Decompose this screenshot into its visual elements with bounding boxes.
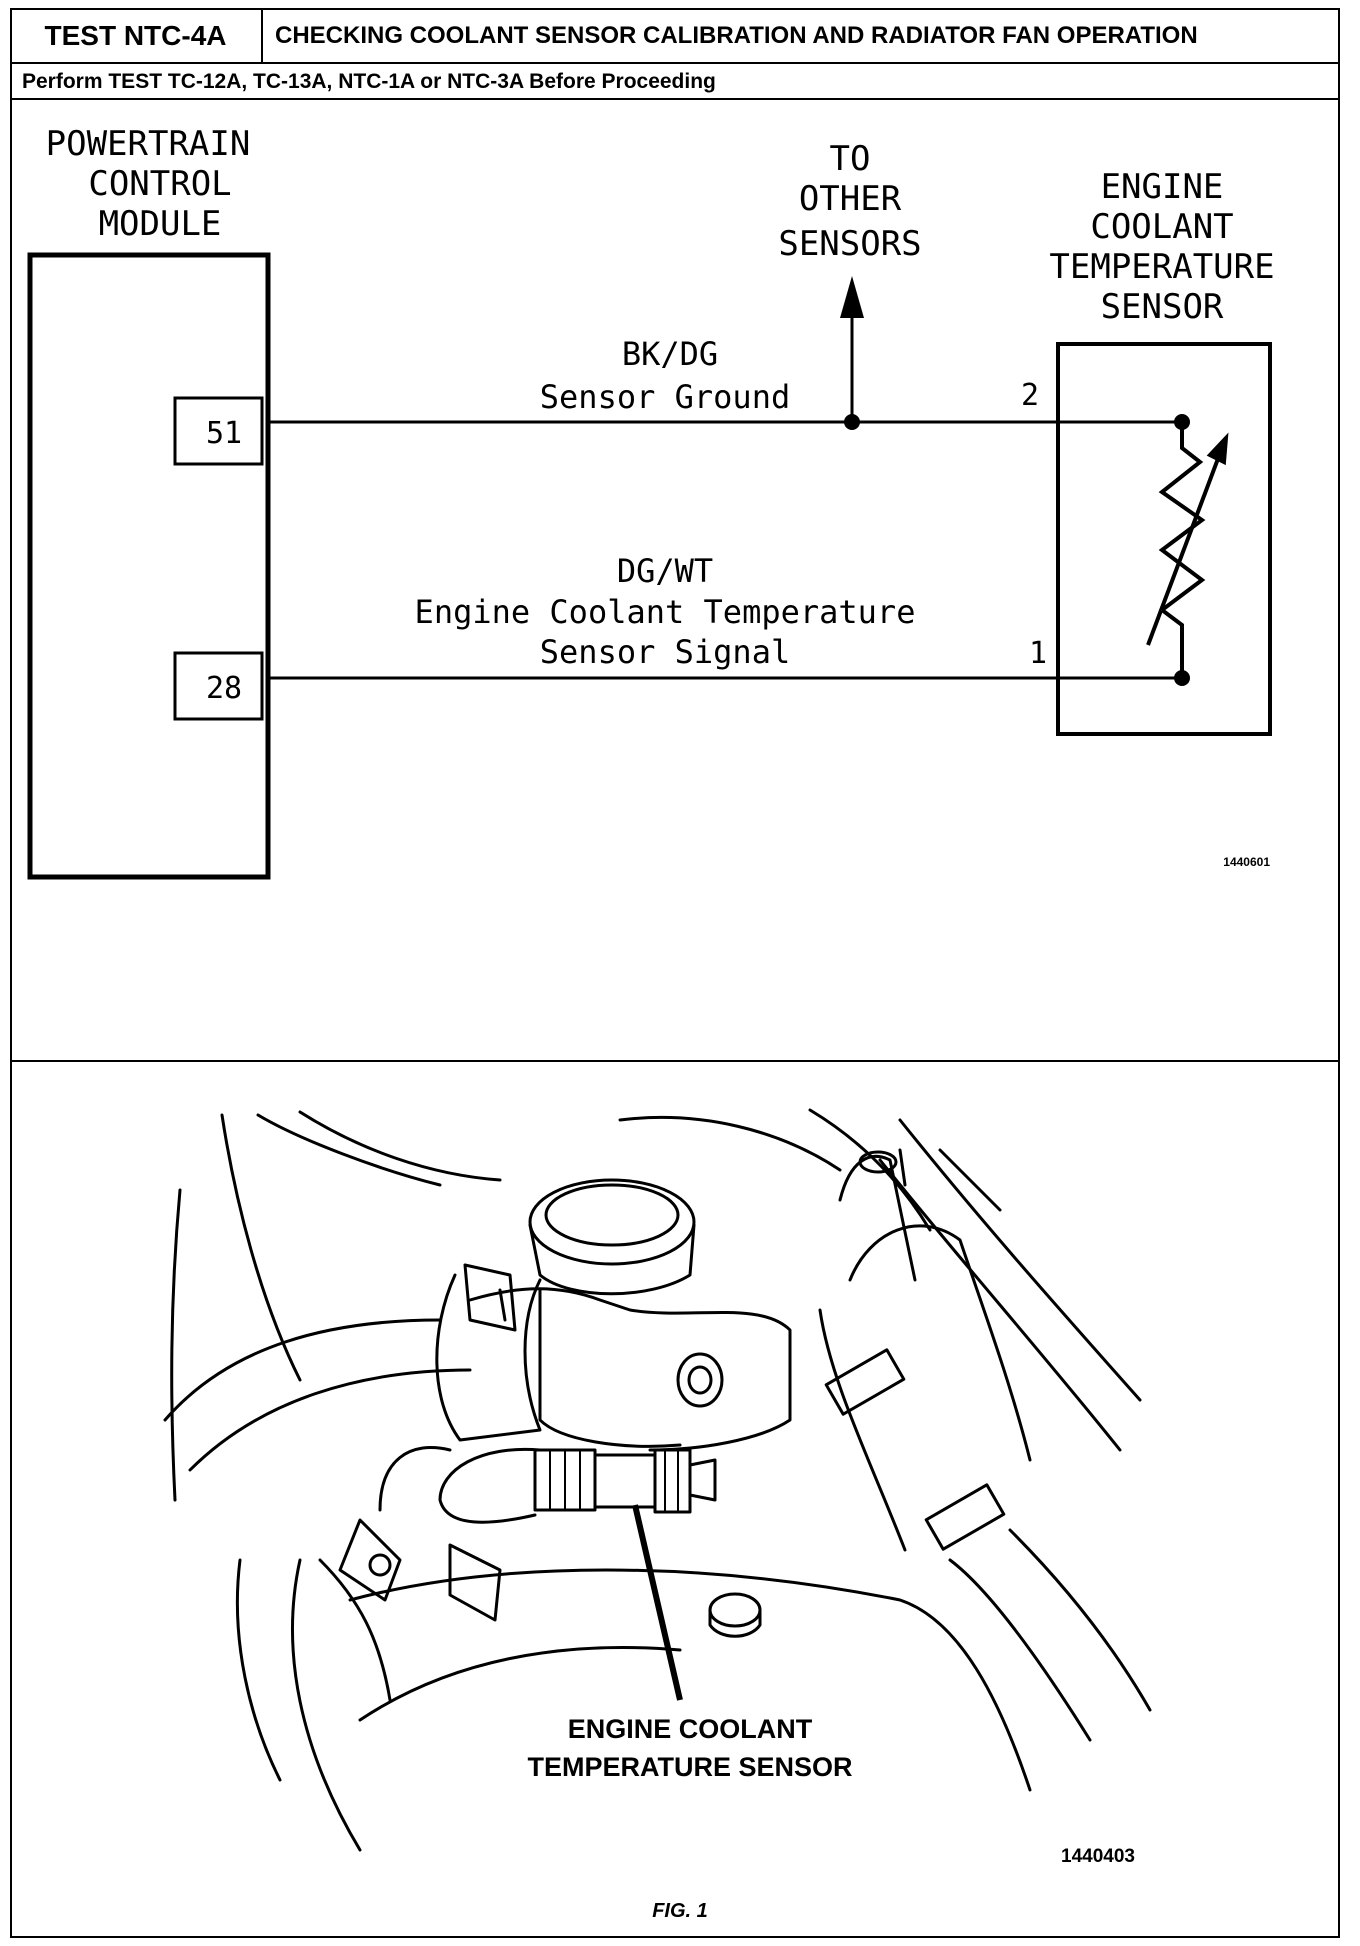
signal-wire-color: DG/WT bbox=[617, 552, 713, 590]
pin-51-label: 51 bbox=[206, 416, 242, 451]
sensor-pin-1: 1 bbox=[1029, 636, 1047, 671]
test-id: TEST NTC-4A bbox=[10, 8, 263, 64]
callout-leader bbox=[632, 1504, 683, 1701]
engine-illustration bbox=[163, 1108, 1152, 1852]
pcm-label-line-3: MODULE bbox=[99, 204, 222, 244]
pin-28-label: 28 bbox=[206, 671, 242, 706]
figure-caption: FIG. 1 bbox=[652, 1900, 708, 1922]
ect-label-line-4: SENSOR bbox=[1101, 287, 1224, 327]
prerequisite-row bbox=[10, 64, 1340, 100]
illustration-figure-id: 1440403 bbox=[1061, 1846, 1135, 1867]
pcm-label: POWERTRAIN CONTROL MODULE bbox=[46, 124, 251, 244]
schematic-figure-id: 1440601 bbox=[1223, 855, 1270, 869]
section-divider bbox=[10, 1060, 1340, 1062]
ect-label: ENGINE COOLANT TEMPERATURE SENSOR bbox=[1049, 167, 1274, 327]
other-sensors-label: TO OTHER SENSORS bbox=[778, 139, 921, 264]
callout-line-1: ENGINE COOLANT bbox=[568, 1714, 813, 1744]
ect-label-line-3: TEMPERATURE bbox=[1049, 247, 1274, 287]
pcm-box bbox=[27, 252, 271, 880]
other-sensors-line-1: TO bbox=[830, 139, 871, 179]
ect-label-line-2: COOLANT bbox=[1090, 207, 1233, 247]
pin-51-box bbox=[173, 396, 264, 466]
test-title: CHECKING COOLANT SENSOR CALIBRATION AND … bbox=[275, 22, 1198, 49]
page-frame bbox=[10, 8, 1340, 1938]
signal-wire-name-line-1: Engine Coolant Temperature bbox=[415, 593, 916, 631]
ground-wire-color: BK/DG bbox=[622, 335, 718, 373]
pin-28-box bbox=[173, 651, 264, 721]
signal-wire-name-line-2: Sensor Signal bbox=[540, 633, 790, 671]
other-sensors-line-3: SENSORS bbox=[778, 224, 921, 264]
header-row bbox=[10, 8, 1340, 64]
callout-line-2: TEMPERATURE SENSOR bbox=[527, 1752, 852, 1782]
arrow-up-icon bbox=[840, 276, 864, 318]
sensor-pin-2: 2 bbox=[1021, 378, 1039, 413]
pcm-label-line-2: CONTROL bbox=[88, 164, 231, 204]
ect-sensor-box bbox=[1056, 342, 1272, 736]
ground-wire-name: Sensor Ground bbox=[540, 378, 790, 416]
prerequisite-text: Perform TEST TC-12A, TC-13A, NTC-1A or N… bbox=[22, 70, 716, 93]
pcm-label-line-1: POWERTRAIN bbox=[46, 124, 251, 164]
thermistor-icon bbox=[1146, 414, 1229, 686]
other-sensors-line-2: OTHER bbox=[799, 179, 902, 219]
ect-label-line-1: ENGINE bbox=[1101, 167, 1224, 207]
